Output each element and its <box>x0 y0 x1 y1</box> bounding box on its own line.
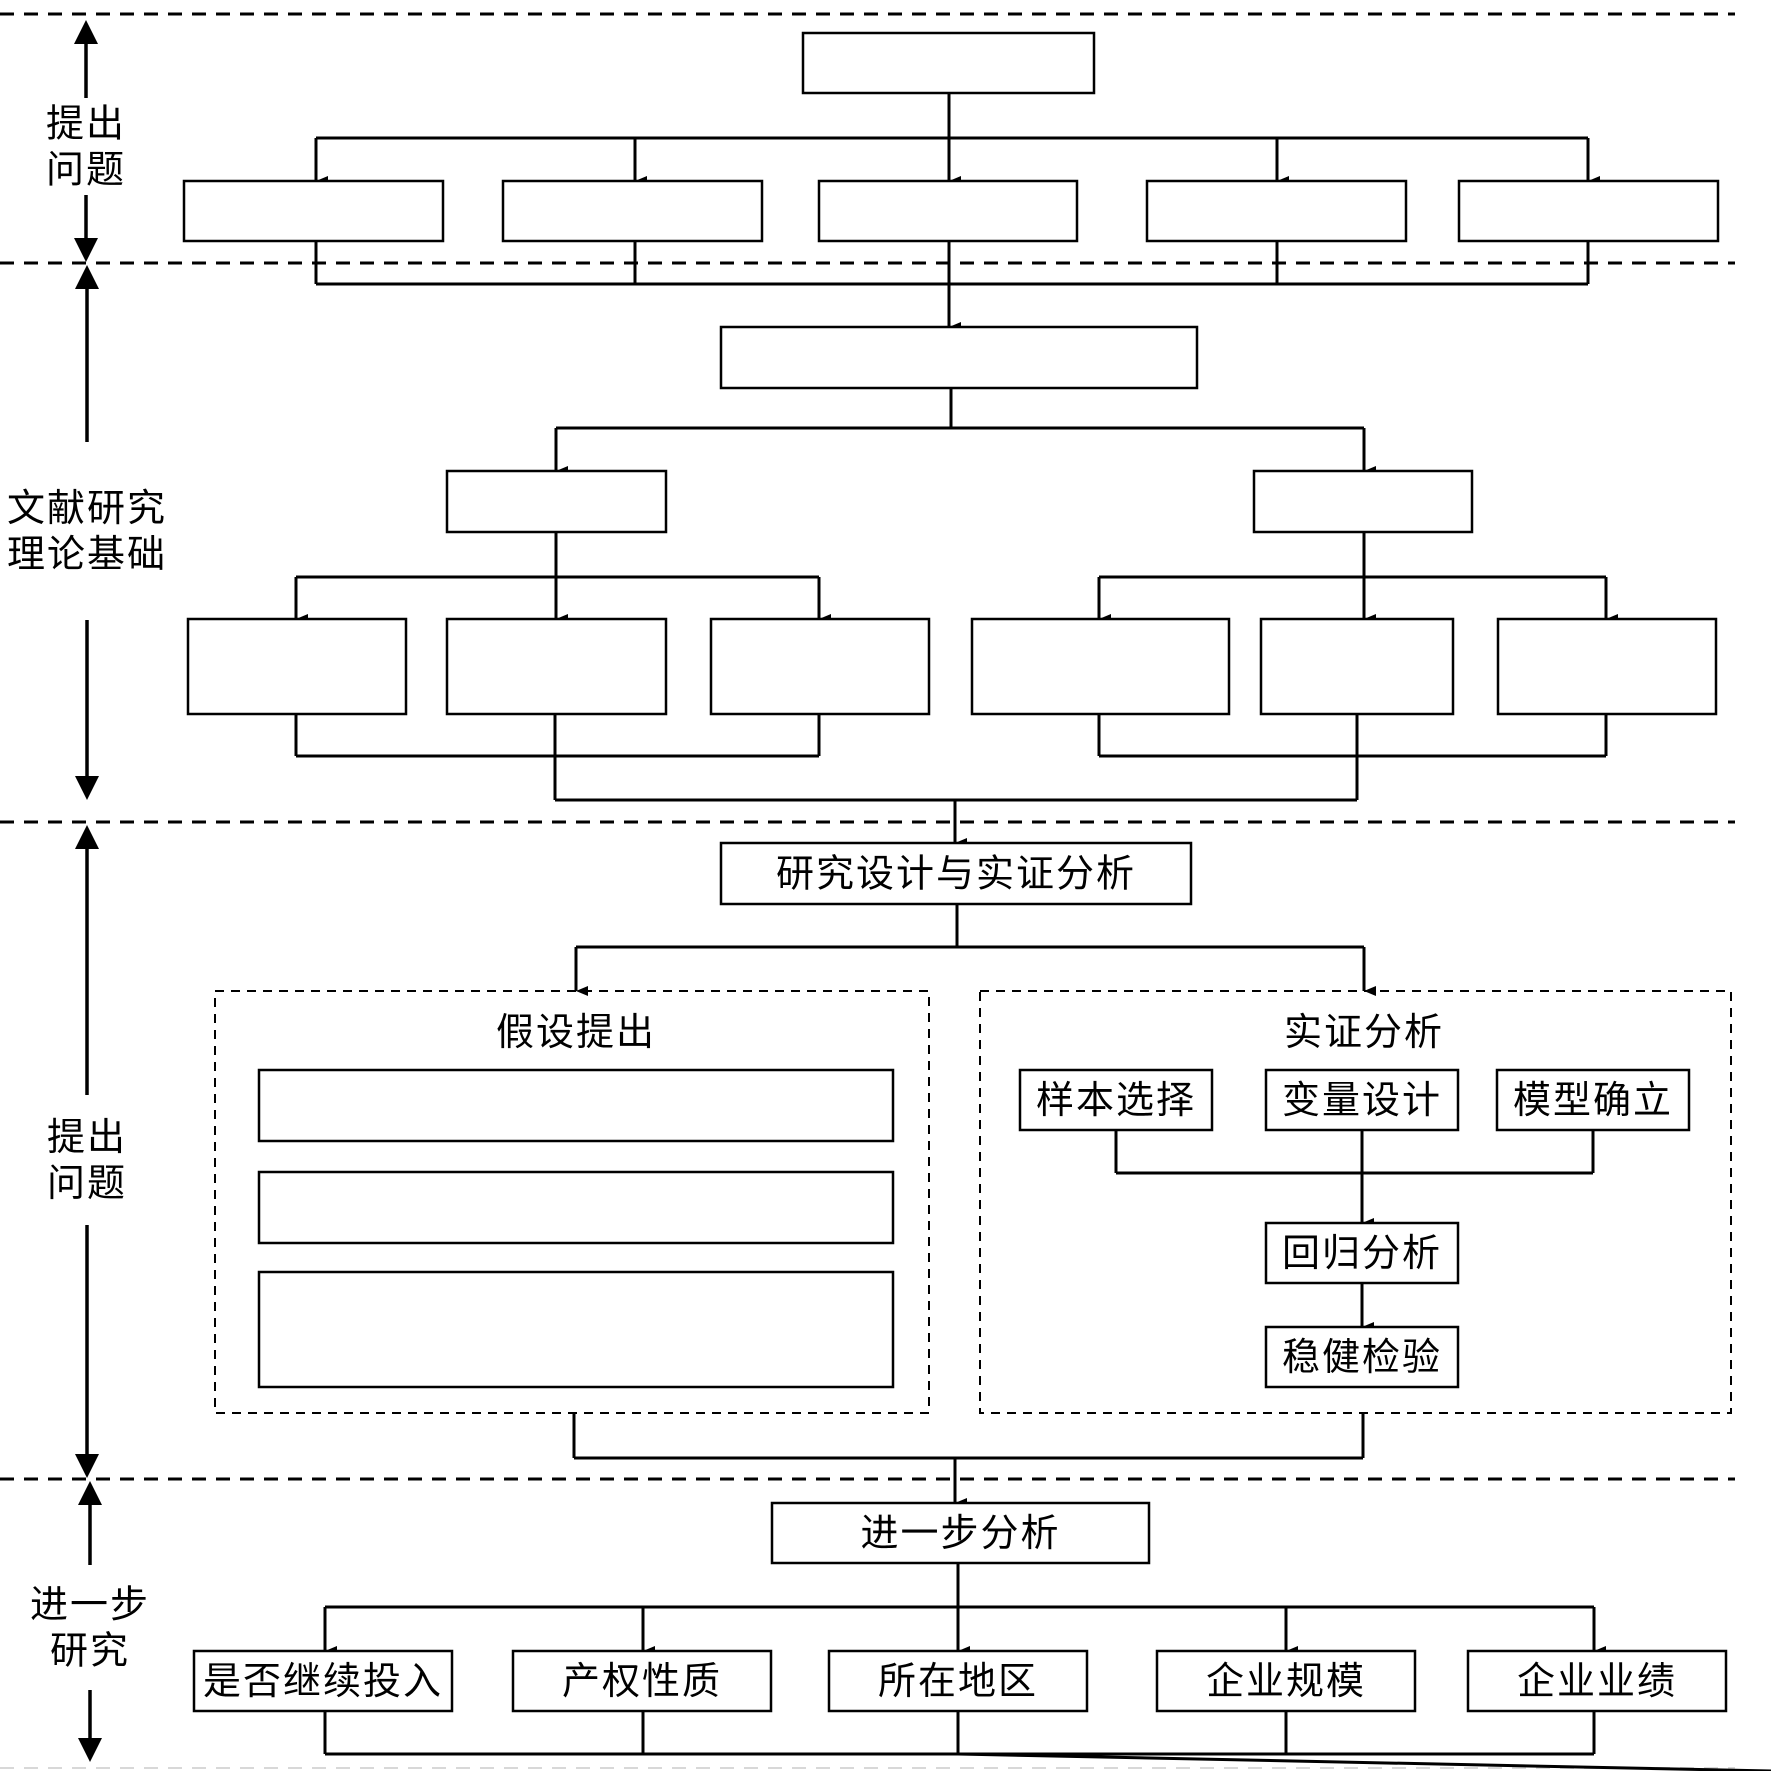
stage2-child-box <box>970 617 1231 716</box>
stage2-branch-box <box>1252 469 1474 534</box>
regression-analysis-box-label: 回归分析 <box>1282 1231 1442 1275</box>
arrow-up-icon <box>74 20 98 44</box>
empirical-input-box <box>1264 1068 1460 1132</box>
stage-side-label: 进一步 <box>30 1583 150 1627</box>
stage-side-label: 问题 <box>47 1161 127 1205</box>
empirical-input-box-label: 样本选择 <box>1036 1078 1196 1122</box>
research-design-box <box>719 841 1193 906</box>
hypothesis-group-title: 假设提出 <box>496 1010 656 1054</box>
further-analysis-child-box-label: 企业规模 <box>1206 1659 1366 1703</box>
empirical-input-box-label: 变量设计 <box>1282 1078 1442 1122</box>
stage2-branch-box <box>445 469 668 534</box>
stage-side-label: 提出 <box>46 102 126 146</box>
stage1-sub-box <box>182 179 445 243</box>
further-analysis-child-box-label: 是否继续投入 <box>203 1659 443 1703</box>
arrow-down-icon <box>75 776 99 800</box>
hypothesis-box <box>257 1270 895 1389</box>
further-analysis-child-box-label: 产权性质 <box>562 1659 722 1703</box>
further-analysis-child-box <box>192 1649 454 1713</box>
stage2-child-box <box>1259 617 1455 716</box>
robustness-test-box-label: 稳健检验 <box>1282 1335 1442 1379</box>
arrow-up-icon <box>75 825 99 849</box>
regression-analysis-box <box>1264 1221 1460 1285</box>
further-analysis-box <box>770 1501 1151 1565</box>
hypothesis-group <box>214 990 930 1414</box>
further-analysis-child-box <box>1155 1649 1417 1713</box>
stage-side-label: 问题 <box>46 148 126 192</box>
stage-side-label: 文献研究 <box>7 486 167 530</box>
further-analysis-child-box <box>511 1649 773 1713</box>
stage2-child-box <box>186 617 408 716</box>
arrow-down-icon <box>74 238 98 262</box>
empirical-input-box-label: 模型确立 <box>1513 1078 1673 1122</box>
stage2-child-box <box>445 617 668 716</box>
research-design-box-label: 研究设计与实证分析 <box>776 852 1136 896</box>
stage1-sub-box <box>1145 179 1408 243</box>
empirical-group-title: 实证分析 <box>1284 1010 1444 1054</box>
stage2-child-box <box>1496 617 1718 716</box>
empirical-analysis-group <box>979 990 1732 1414</box>
stage-side-label: 理论基础 <box>7 532 167 576</box>
stage1-sub-box <box>501 179 764 243</box>
empirical-input-box <box>1495 1068 1691 1132</box>
stage-side-label: 提出 <box>47 1115 127 1159</box>
stage-side-label: 研究 <box>50 1629 130 1673</box>
stage2-child-box <box>709 617 931 716</box>
hypothesis-box <box>257 1068 895 1143</box>
further-analysis-box-label: 进一步分析 <box>860 1511 1060 1555</box>
further-analysis-child-box <box>1466 1649 1728 1713</box>
arrow-up-icon <box>78 1481 102 1505</box>
stage-separators <box>0 12 1735 1481</box>
stage1-sub-box <box>817 179 1079 243</box>
hypothesis-box <box>257 1170 895 1245</box>
stage1-top-box <box>801 31 1096 95</box>
arrow-down-icon <box>78 1738 102 1762</box>
further-analysis-child-box-label: 企业业绩 <box>1517 1659 1677 1703</box>
robustness-test-box <box>1264 1325 1460 1389</box>
empirical-input-box <box>1018 1068 1214 1132</box>
stage2-main-box <box>719 325 1199 390</box>
connector-line <box>957 1752 1771 1773</box>
further-analysis-child-box-label: 所在地区 <box>878 1659 1038 1703</box>
arrow-down-icon <box>75 1454 99 1478</box>
further-analysis-child-box <box>827 1649 1089 1713</box>
arrow-up-icon <box>75 265 99 289</box>
stage1-sub-box <box>1457 179 1720 243</box>
